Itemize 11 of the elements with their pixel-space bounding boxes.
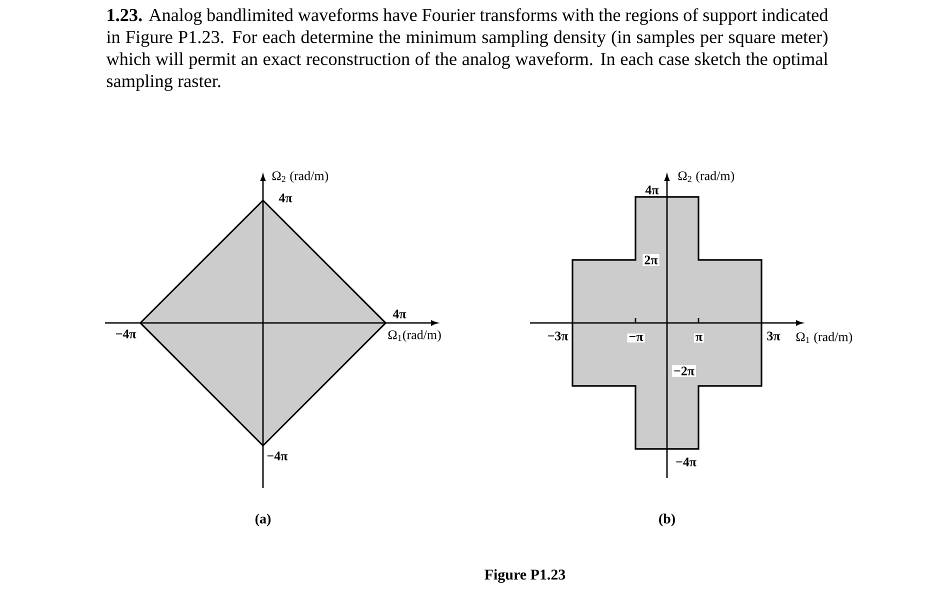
panel-label: (b)	[659, 514, 675, 526]
cross-region	[572, 196, 762, 450]
axis-label: Ω$_{1}$ (rad/m)	[796, 332, 852, 344]
axis-label: Ω$_{2}$ (rad/m)	[272, 171, 328, 183]
panel-label: (a)	[255, 514, 271, 526]
tick-label: −2π	[672, 365, 696, 377]
problem-text: 1.23. Analog bandlimited waveforms have Fourier transforms with the regions of support indicated in Figure P1.23. For each determine the minimum sampling density (in samples per square meter) which will permit an exact reconstruction of the analog waveform. In each case sketch the optimal sampling raster.	[106, 8, 828, 91]
figure-caption: Figure P1.23	[484, 569, 566, 583]
axis-label: Ω$_{2}$ (rad/m)	[678, 171, 734, 183]
tick-label: 2π	[642, 254, 660, 266]
tick-label: 4π	[278, 194, 292, 202]
